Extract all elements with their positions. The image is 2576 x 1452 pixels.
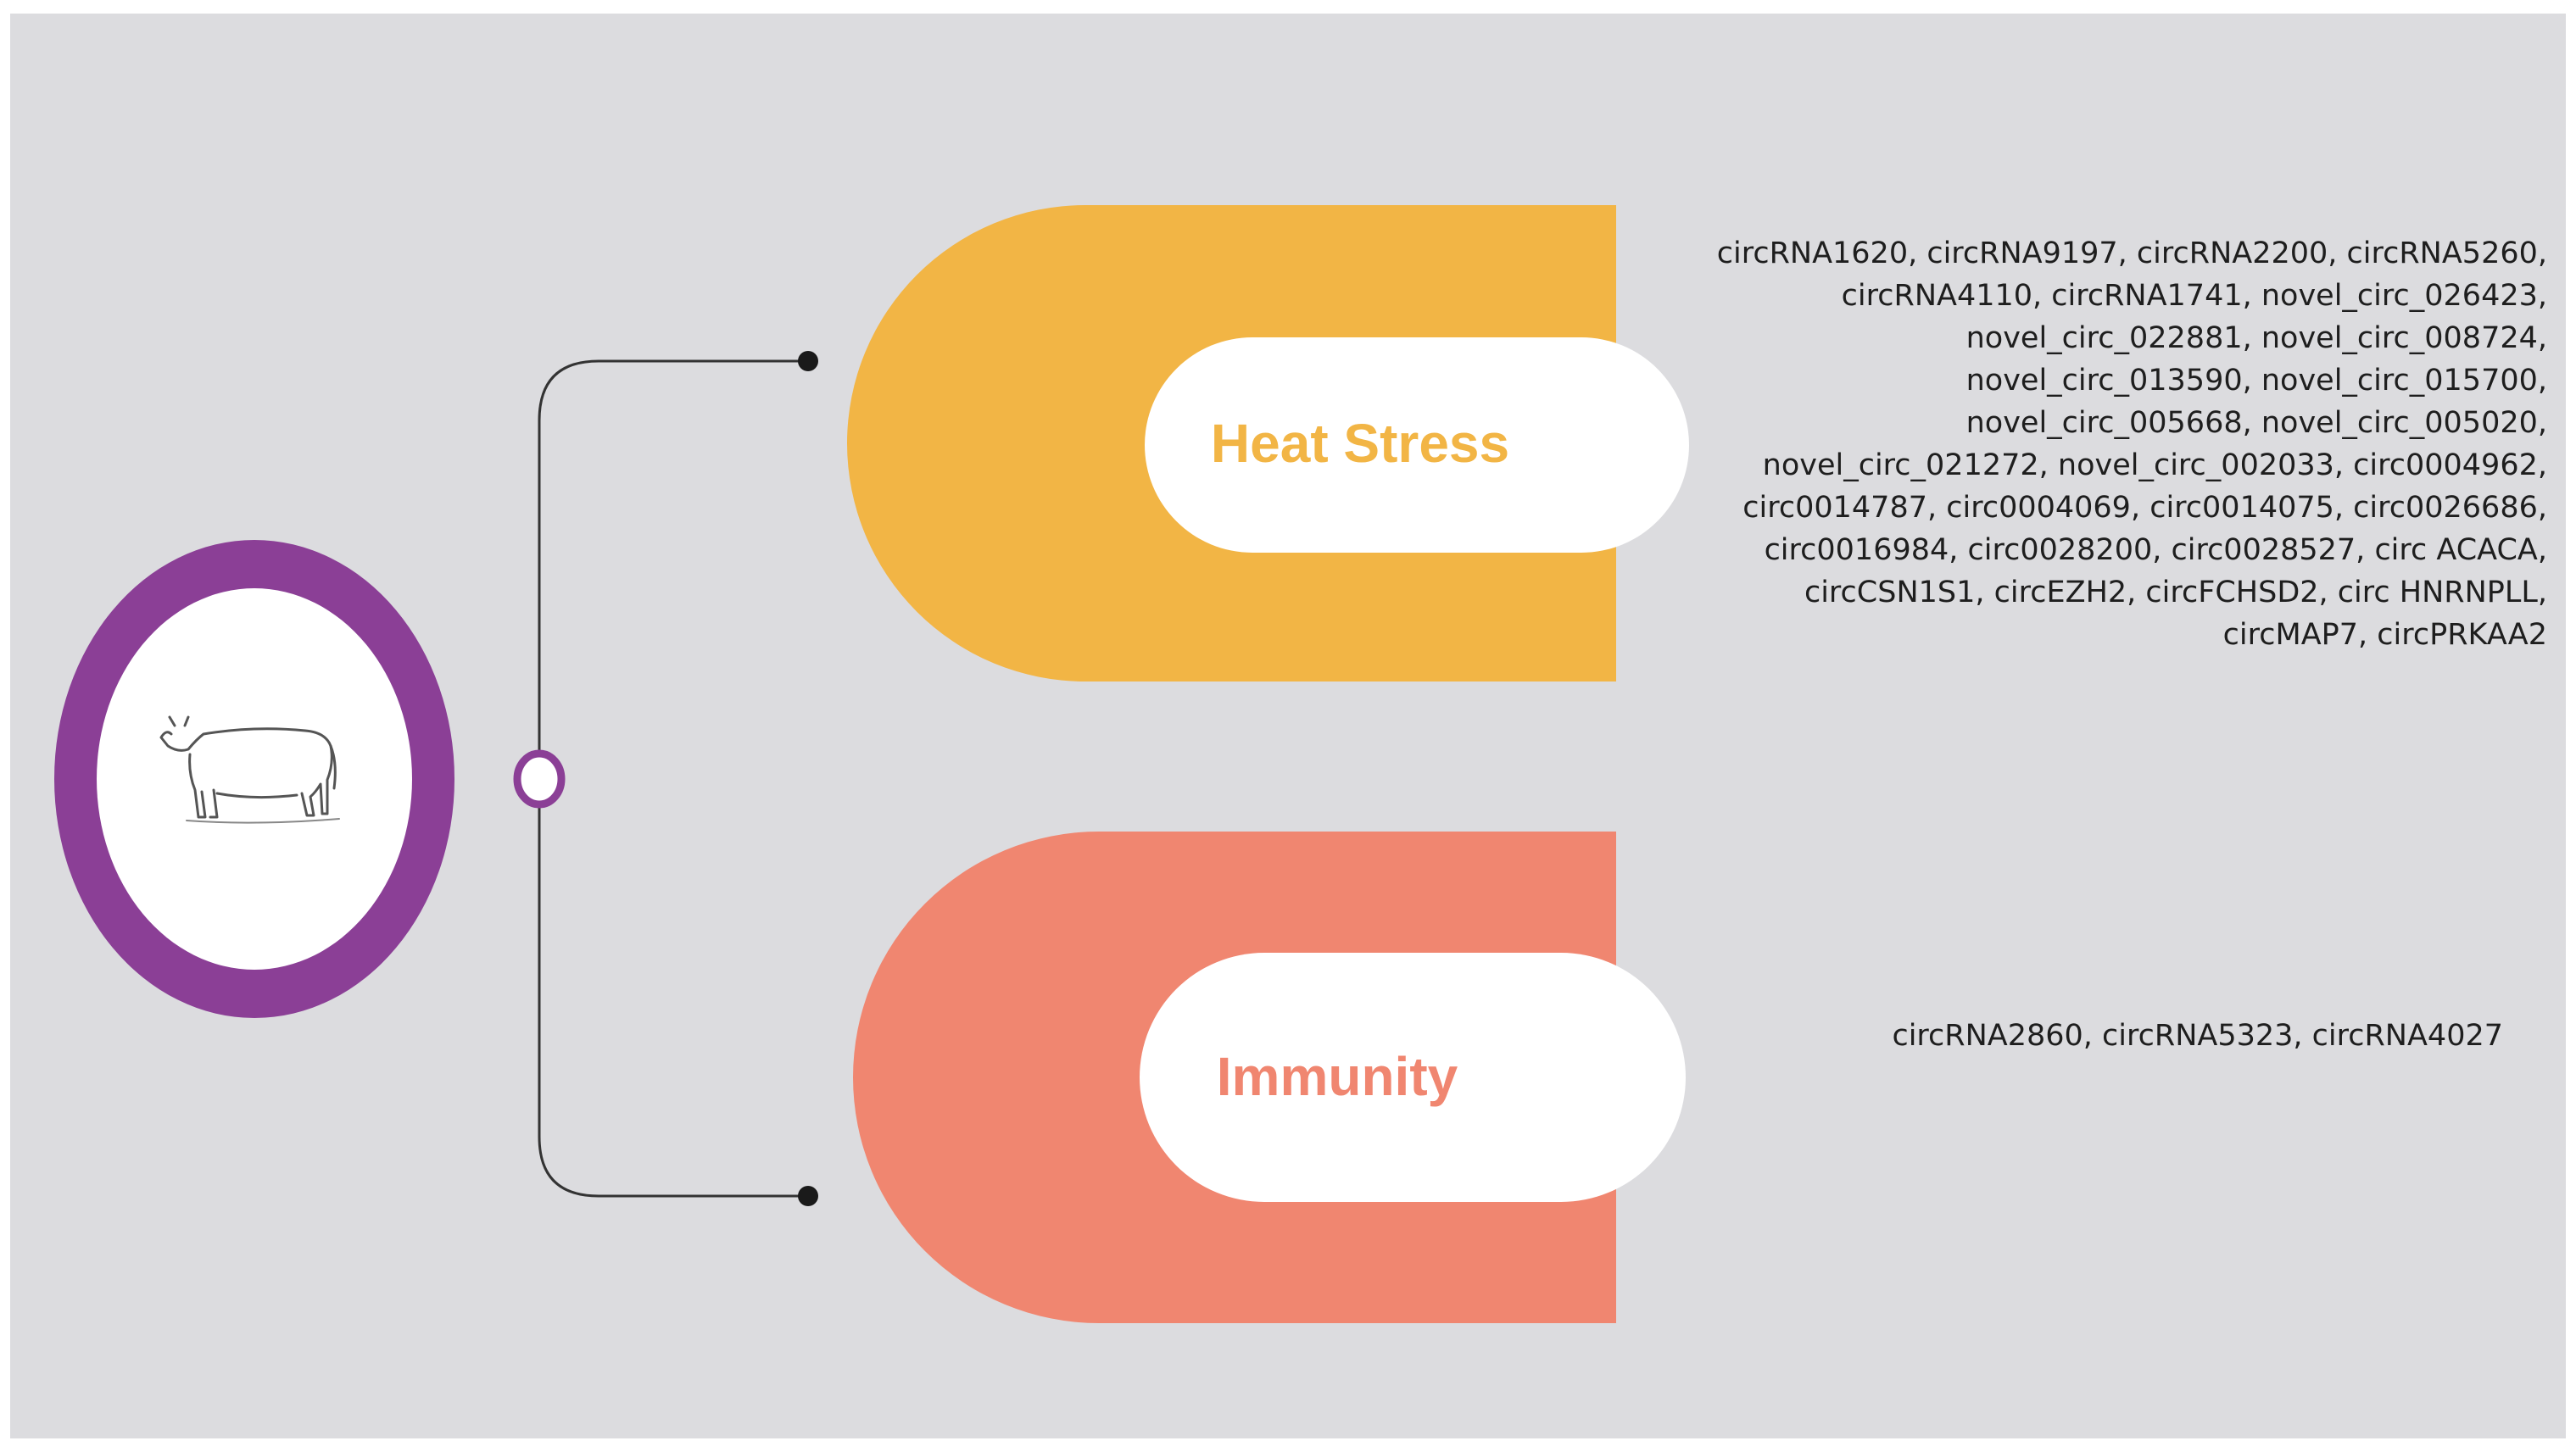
circrna-list-line: circRNA2860, circRNA5323, circRNA4027	[1892, 1019, 2503, 1053]
circrna-list-line: novel_circ_021272, novel_circ_002033, ci…	[1762, 448, 2547, 482]
circrna-list-line: circ0014787, circ0004069, circ0014075, c…	[1742, 491, 2547, 525]
heat-stress-circrna-list: circRNA1620, circRNA9197, circRNA2200, c…	[1717, 232, 2547, 656]
connector-node	[513, 749, 566, 809]
circrna-list-line: circMAP7, circPRKAA2	[2222, 618, 2547, 652]
immunity-circrna-list: circRNA2860, circRNA5323, circRNA4027	[1892, 1015, 2503, 1057]
circrna-list-line: circRNA4110, circRNA1741, novel_circ_026…	[1841, 279, 2547, 313]
connector-bracket	[538, 359, 807, 1198]
immunity-label: Immunity	[1217, 1046, 1458, 1107]
heat-stress-label: Heat Stress	[1211, 413, 1509, 474]
immunity-pill	[1140, 953, 1686, 1202]
circrna-list-line: circRNA1620, circRNA9197, circRNA2200, c…	[1716, 236, 2547, 270]
circrna-list-line: novel_circ_022881, novel_circ_008724,	[1965, 321, 2547, 355]
cow-icon	[159, 715, 340, 824]
circrna-list-line: circCSN1S1, circEZH2, circFCHSD2, circ H…	[1804, 576, 2547, 609]
heat-stress-pill	[1145, 337, 1689, 553]
circrna-list-line: novel_circ_013590, novel_circ_015700,	[1965, 364, 2547, 398]
circrna-list-line: novel_circ_005668, novel_circ_005020,	[1965, 406, 2547, 440]
connector-dot-top	[798, 351, 818, 371]
connector-dot-bottom	[798, 1186, 818, 1206]
circrna-list-line: circ0016984, circ0028200, circ0028527, c…	[1764, 533, 2547, 567]
center-ring-inner	[97, 588, 412, 970]
